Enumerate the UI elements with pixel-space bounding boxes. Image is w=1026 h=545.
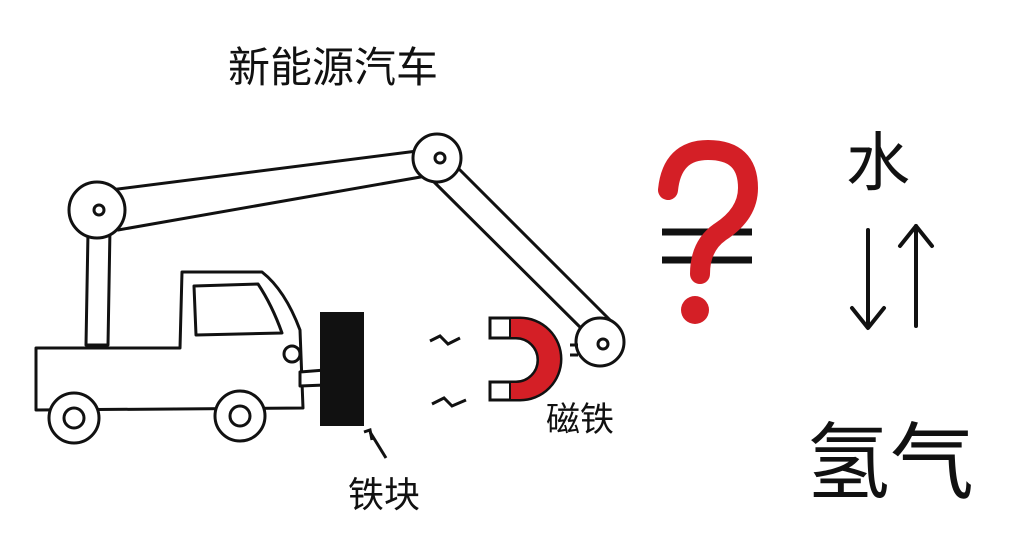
hydrogen-label: 氢气 xyxy=(806,414,975,512)
question-mark-icon xyxy=(658,139,759,324)
diagram-title: 新能源汽车 xyxy=(228,43,439,92)
iron-block-label: 铁块 xyxy=(348,475,421,516)
iron-block xyxy=(320,312,364,426)
attraction-lines xyxy=(429,334,467,408)
truck xyxy=(34,270,327,445)
pointer-arrow xyxy=(363,428,388,459)
water-label: 水 xyxy=(846,127,910,201)
crane-arm xyxy=(67,132,626,368)
up-down-arrows-icon xyxy=(850,224,934,330)
magnet-label: 磁铁 xyxy=(546,400,614,440)
magnet xyxy=(488,316,563,402)
